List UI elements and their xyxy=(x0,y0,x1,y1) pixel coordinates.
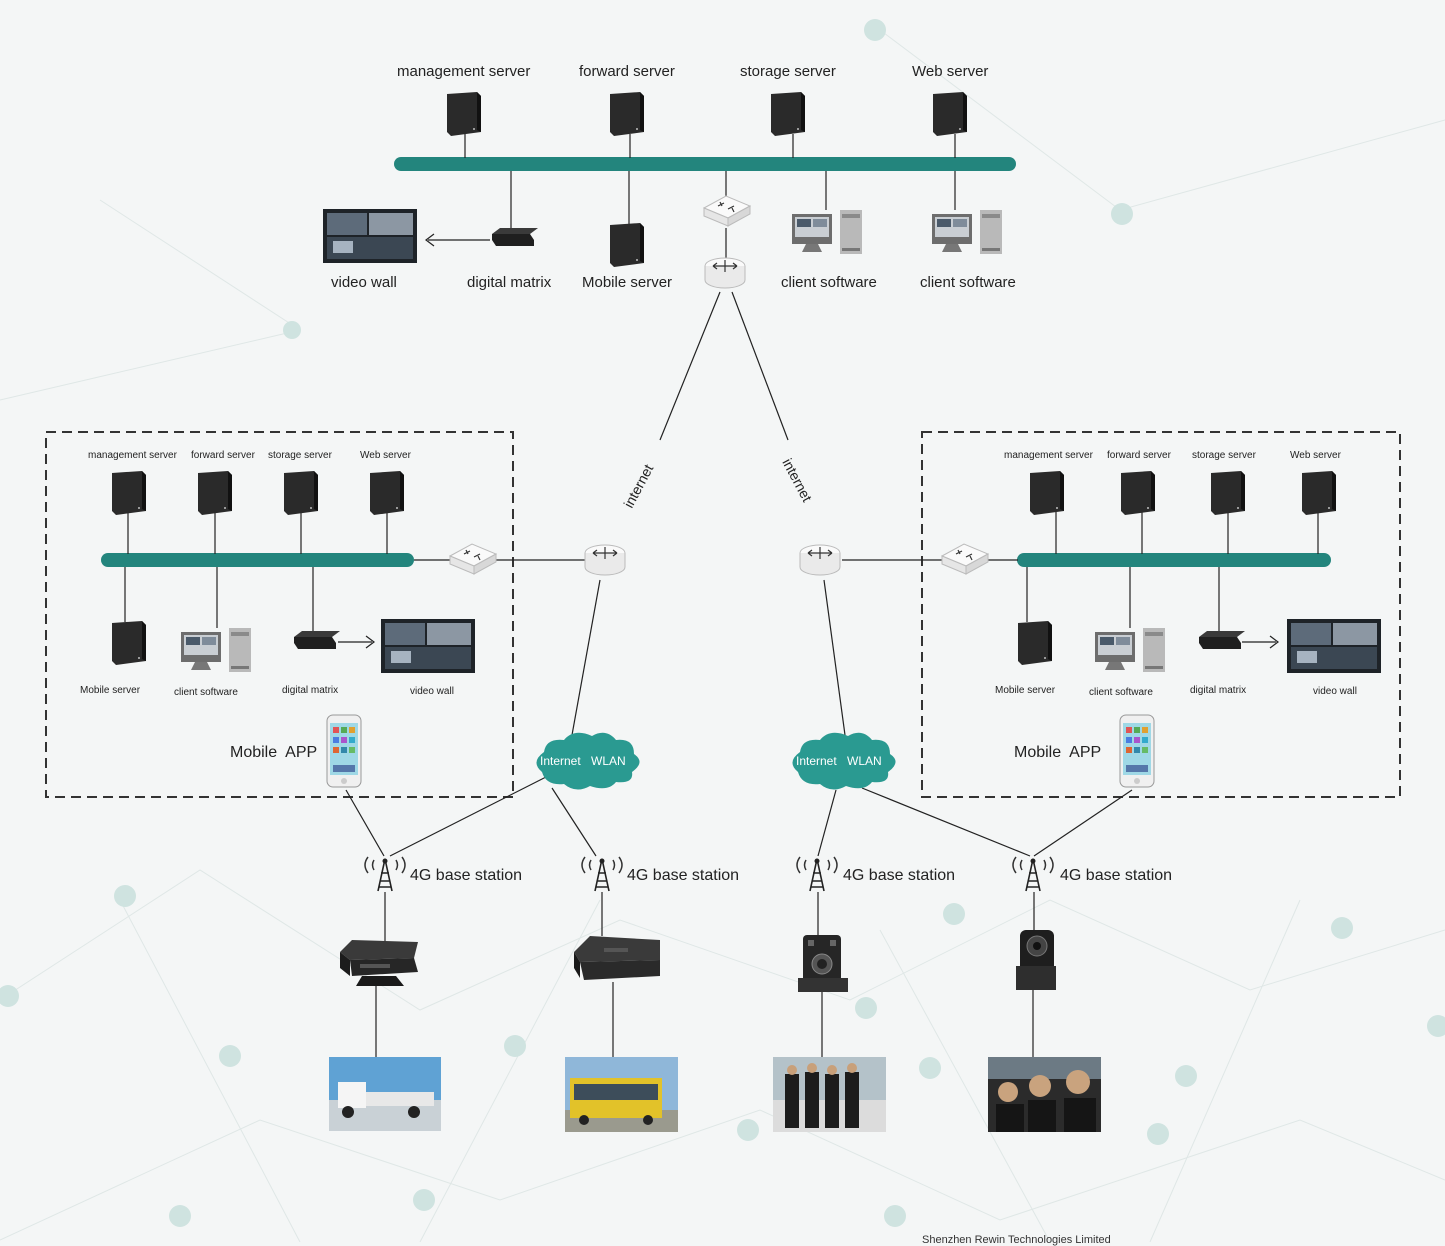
left-management-server-icon xyxy=(112,471,146,515)
top-mobile-server-icon xyxy=(610,223,644,267)
left-cloud-internet-label: Internet xyxy=(540,754,581,768)
right-storage-server-icon xyxy=(1211,471,1245,515)
right-router-icon xyxy=(799,544,841,576)
right-phone-icon xyxy=(1119,714,1155,788)
right-client-pc-icon xyxy=(1095,628,1165,672)
top-switch-icon xyxy=(703,195,751,227)
top-web-server-icon xyxy=(933,92,967,136)
body-camera-icon-2 xyxy=(1016,930,1056,990)
right-forward-server-icon xyxy=(1121,471,1155,515)
top-storage-server-icon xyxy=(771,92,805,136)
right-dashed-box xyxy=(921,431,1401,798)
left-video-wall-icon xyxy=(381,619,475,673)
base-station-icon-1 xyxy=(364,856,406,892)
top-digital-matrix-label: digital matrix xyxy=(467,274,552,291)
background-network xyxy=(0,29,1445,1242)
top-management-server-icon xyxy=(447,92,481,136)
left-client-pc-icon xyxy=(181,628,251,672)
left-mobile-app-label: Mobile APP xyxy=(230,744,318,761)
mobile-dvr-icon-2 xyxy=(574,936,660,980)
top-mobile-server-label: Mobile server xyxy=(582,274,673,291)
right-mobile-server-label: Mobile server xyxy=(995,685,1056,696)
police-photo-1 xyxy=(773,1057,886,1132)
right-web-server-icon xyxy=(1302,471,1336,515)
base-station-label-2: 4G base station xyxy=(627,867,740,884)
base-station-label-4: 4G base station xyxy=(1060,867,1173,884)
base-station-label-1: 4G base station xyxy=(410,867,523,884)
right-switch-icon xyxy=(941,543,989,575)
right-client-software-label: client software xyxy=(1089,687,1153,698)
right-cloud-internet-label: Internet xyxy=(796,754,837,768)
police-photo-2 xyxy=(988,1057,1101,1132)
top-storage-server-label: storage server xyxy=(740,63,836,80)
top-video-wall-icon xyxy=(323,209,417,263)
top-client-software-label-2: client software xyxy=(920,274,1016,291)
right-video-wall-label: video wall xyxy=(1313,686,1357,697)
right-video-wall-icon xyxy=(1287,619,1381,673)
left-mobile-server-label: Mobile server xyxy=(80,685,141,696)
left-mobile-server-icon xyxy=(112,621,146,665)
top-network xyxy=(323,92,1016,289)
truck-photo xyxy=(329,1057,441,1131)
left-bus xyxy=(101,553,414,567)
background-dots xyxy=(0,19,1445,1227)
right-management-server-label: management server xyxy=(1004,450,1093,461)
left-management-server-label: management server xyxy=(88,450,177,461)
base-station-label-3: 4G base station xyxy=(843,867,956,884)
top-router-icon xyxy=(704,257,746,289)
footer-company-label: Shenzhen Rewin Technologies Limited xyxy=(922,1234,1111,1246)
left-forward-server-icon xyxy=(198,471,232,515)
mobile-dvr-icon-1 xyxy=(340,940,418,986)
base-station-icon-4 xyxy=(1012,856,1054,892)
left-storage-server-icon xyxy=(284,471,318,515)
top-client-software-label-1: client software xyxy=(781,274,877,291)
right-management-server-icon xyxy=(1030,471,1064,515)
right-mobile-app-label: Mobile APP xyxy=(1014,744,1102,761)
right-digital-matrix-icon xyxy=(1199,631,1245,649)
left-phone-icon xyxy=(326,714,362,788)
top-web-server-label: Web server xyxy=(912,63,989,80)
bus-photo xyxy=(565,1057,678,1132)
left-forward-server-label: forward server xyxy=(191,450,255,461)
body-camera-icon-1 xyxy=(798,935,848,992)
left-digital-matrix-icon xyxy=(294,631,340,649)
left-web-server-icon xyxy=(370,471,404,515)
right-network xyxy=(842,431,1401,798)
base-station-icon-3 xyxy=(796,856,838,892)
top-forward-server-icon xyxy=(610,92,644,136)
right-cloud-wlan-label: WLAN xyxy=(847,754,882,768)
top-bus xyxy=(394,157,1016,171)
left-dashed-box xyxy=(45,431,514,798)
left-digital-matrix-label: digital matrix xyxy=(282,685,339,696)
right-forward-server-label: forward server xyxy=(1107,450,1171,461)
left-switch-icon xyxy=(449,543,497,575)
right-digital-matrix-label: digital matrix xyxy=(1190,685,1247,696)
left-storage-server-label: storage server xyxy=(268,450,332,461)
left-client-software-label: client software xyxy=(174,687,238,698)
top-video-wall-label: video wall xyxy=(331,274,397,291)
left-video-wall-label: video wall xyxy=(410,686,454,697)
top-client-pc-icon-1 xyxy=(792,210,862,254)
top-management-server-label: management server xyxy=(397,63,531,80)
left-cloud-wlan-label: WLAN xyxy=(591,754,626,768)
left-network xyxy=(45,431,585,798)
top-forward-server-label: forward server xyxy=(579,63,675,80)
right-web-server-label: Web server xyxy=(1290,450,1341,461)
left-web-server-label: Web server xyxy=(360,450,411,461)
right-storage-server-label: storage server xyxy=(1192,450,1256,461)
left-router-icon xyxy=(584,544,626,576)
right-bus xyxy=(1017,553,1331,567)
top-client-pc-icon-2 xyxy=(932,210,1002,254)
top-digital-matrix-icon xyxy=(492,228,538,246)
base-station-icon-2 xyxy=(581,856,623,892)
right-mobile-server-icon xyxy=(1018,621,1052,665)
